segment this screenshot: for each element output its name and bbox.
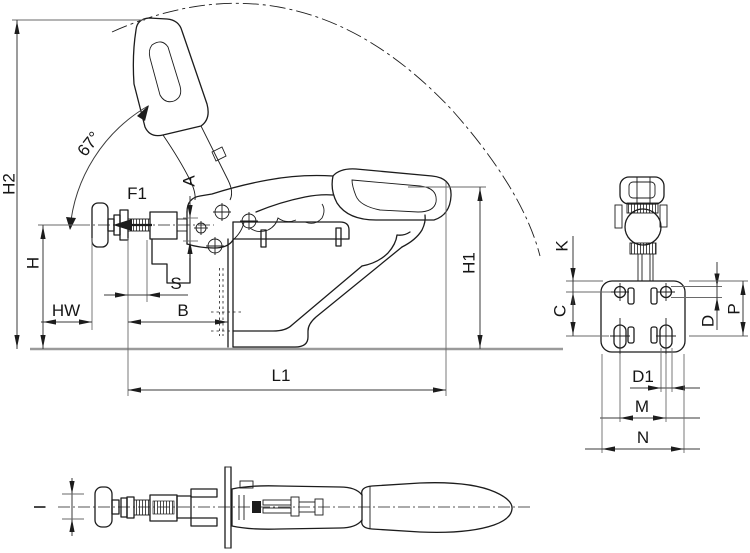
dim-hw: HW [41, 238, 93, 330]
closed-handle-grip [331, 168, 452, 221]
dim-d: D [671, 262, 722, 330]
dim-p: P [689, 280, 748, 337]
plan-toggle-block [252, 501, 261, 513]
dim-k: K [553, 236, 611, 310]
mounting-holes-round [611, 283, 675, 301]
grip-end [619, 176, 665, 205]
plan-spindle [94, 486, 178, 528]
plan-body [231, 480, 363, 530]
dim-label-s: S [170, 274, 181, 293]
dim-label-d1: D1 [632, 367, 654, 386]
body-pedestal [151, 238, 191, 284]
pivot-boss [624, 208, 662, 246]
dim-label-h2: H2 [0, 173, 19, 195]
dim-h: H [24, 224, 90, 349]
dim-label-m: M [635, 397, 649, 416]
dim-b: B [128, 301, 228, 325]
locating-pin [335, 227, 342, 247]
dim-a: A [180, 175, 199, 258]
foot-support-arm [232, 214, 426, 348]
dim-label-hw: HW [52, 301, 80, 320]
handle-swing-arc [111, 2, 541, 257]
dim-label-b: B [177, 301, 188, 320]
dim-l1: L1 [128, 182, 447, 396]
dim-label-67deg: 67° [74, 128, 105, 160]
dim-label-f1: F1 [127, 184, 147, 203]
dim-h2: H2 [0, 19, 145, 349]
dim-h1: H1 [408, 186, 486, 349]
locating-pin [260, 229, 267, 248]
dim-label-k: K [553, 240, 572, 252]
dim-label-a: A [180, 175, 199, 187]
dim-m: M [600, 354, 700, 422]
top-plan-view: I [31, 466, 530, 549]
force-f1: F1 [113, 184, 152, 231]
plan-handle-grip [361, 482, 513, 533]
base-plate-view: K C D P [551, 176, 748, 453]
dim-d1: D1 [630, 348, 700, 392]
base-bar [232, 221, 350, 248]
bar-slots [627, 287, 658, 344]
dim-s: S [104, 238, 188, 396]
dim-label-n: N [637, 428, 649, 447]
dim-i: I [31, 478, 84, 536]
dim-label-h1: H1 [460, 252, 479, 274]
base-plate [600, 280, 686, 353]
toggle-mechanism [186, 174, 334, 255]
dim-label-c: C [551, 305, 570, 317]
mounting-holes-oblong [610, 318, 676, 354]
dim-label-d: D [699, 315, 718, 327]
end-view-assembly [614, 176, 668, 281]
dim-n: N [585, 354, 700, 453]
dim-label-i: I [31, 505, 50, 510]
dim-label-p: P [725, 303, 744, 314]
riser-plate [211, 221, 241, 348]
plan-fork-bracket [176, 488, 218, 527]
front-view: 67° F1 [0, 2, 563, 396]
dim-label-h: H [24, 257, 43, 269]
open-handle-outline [132, 17, 233, 201]
dim-c: C [551, 292, 609, 337]
dim-label-l1: L1 [272, 366, 291, 385]
plan-riser-edge [224, 466, 232, 549]
spindle-block [149, 211, 178, 240]
